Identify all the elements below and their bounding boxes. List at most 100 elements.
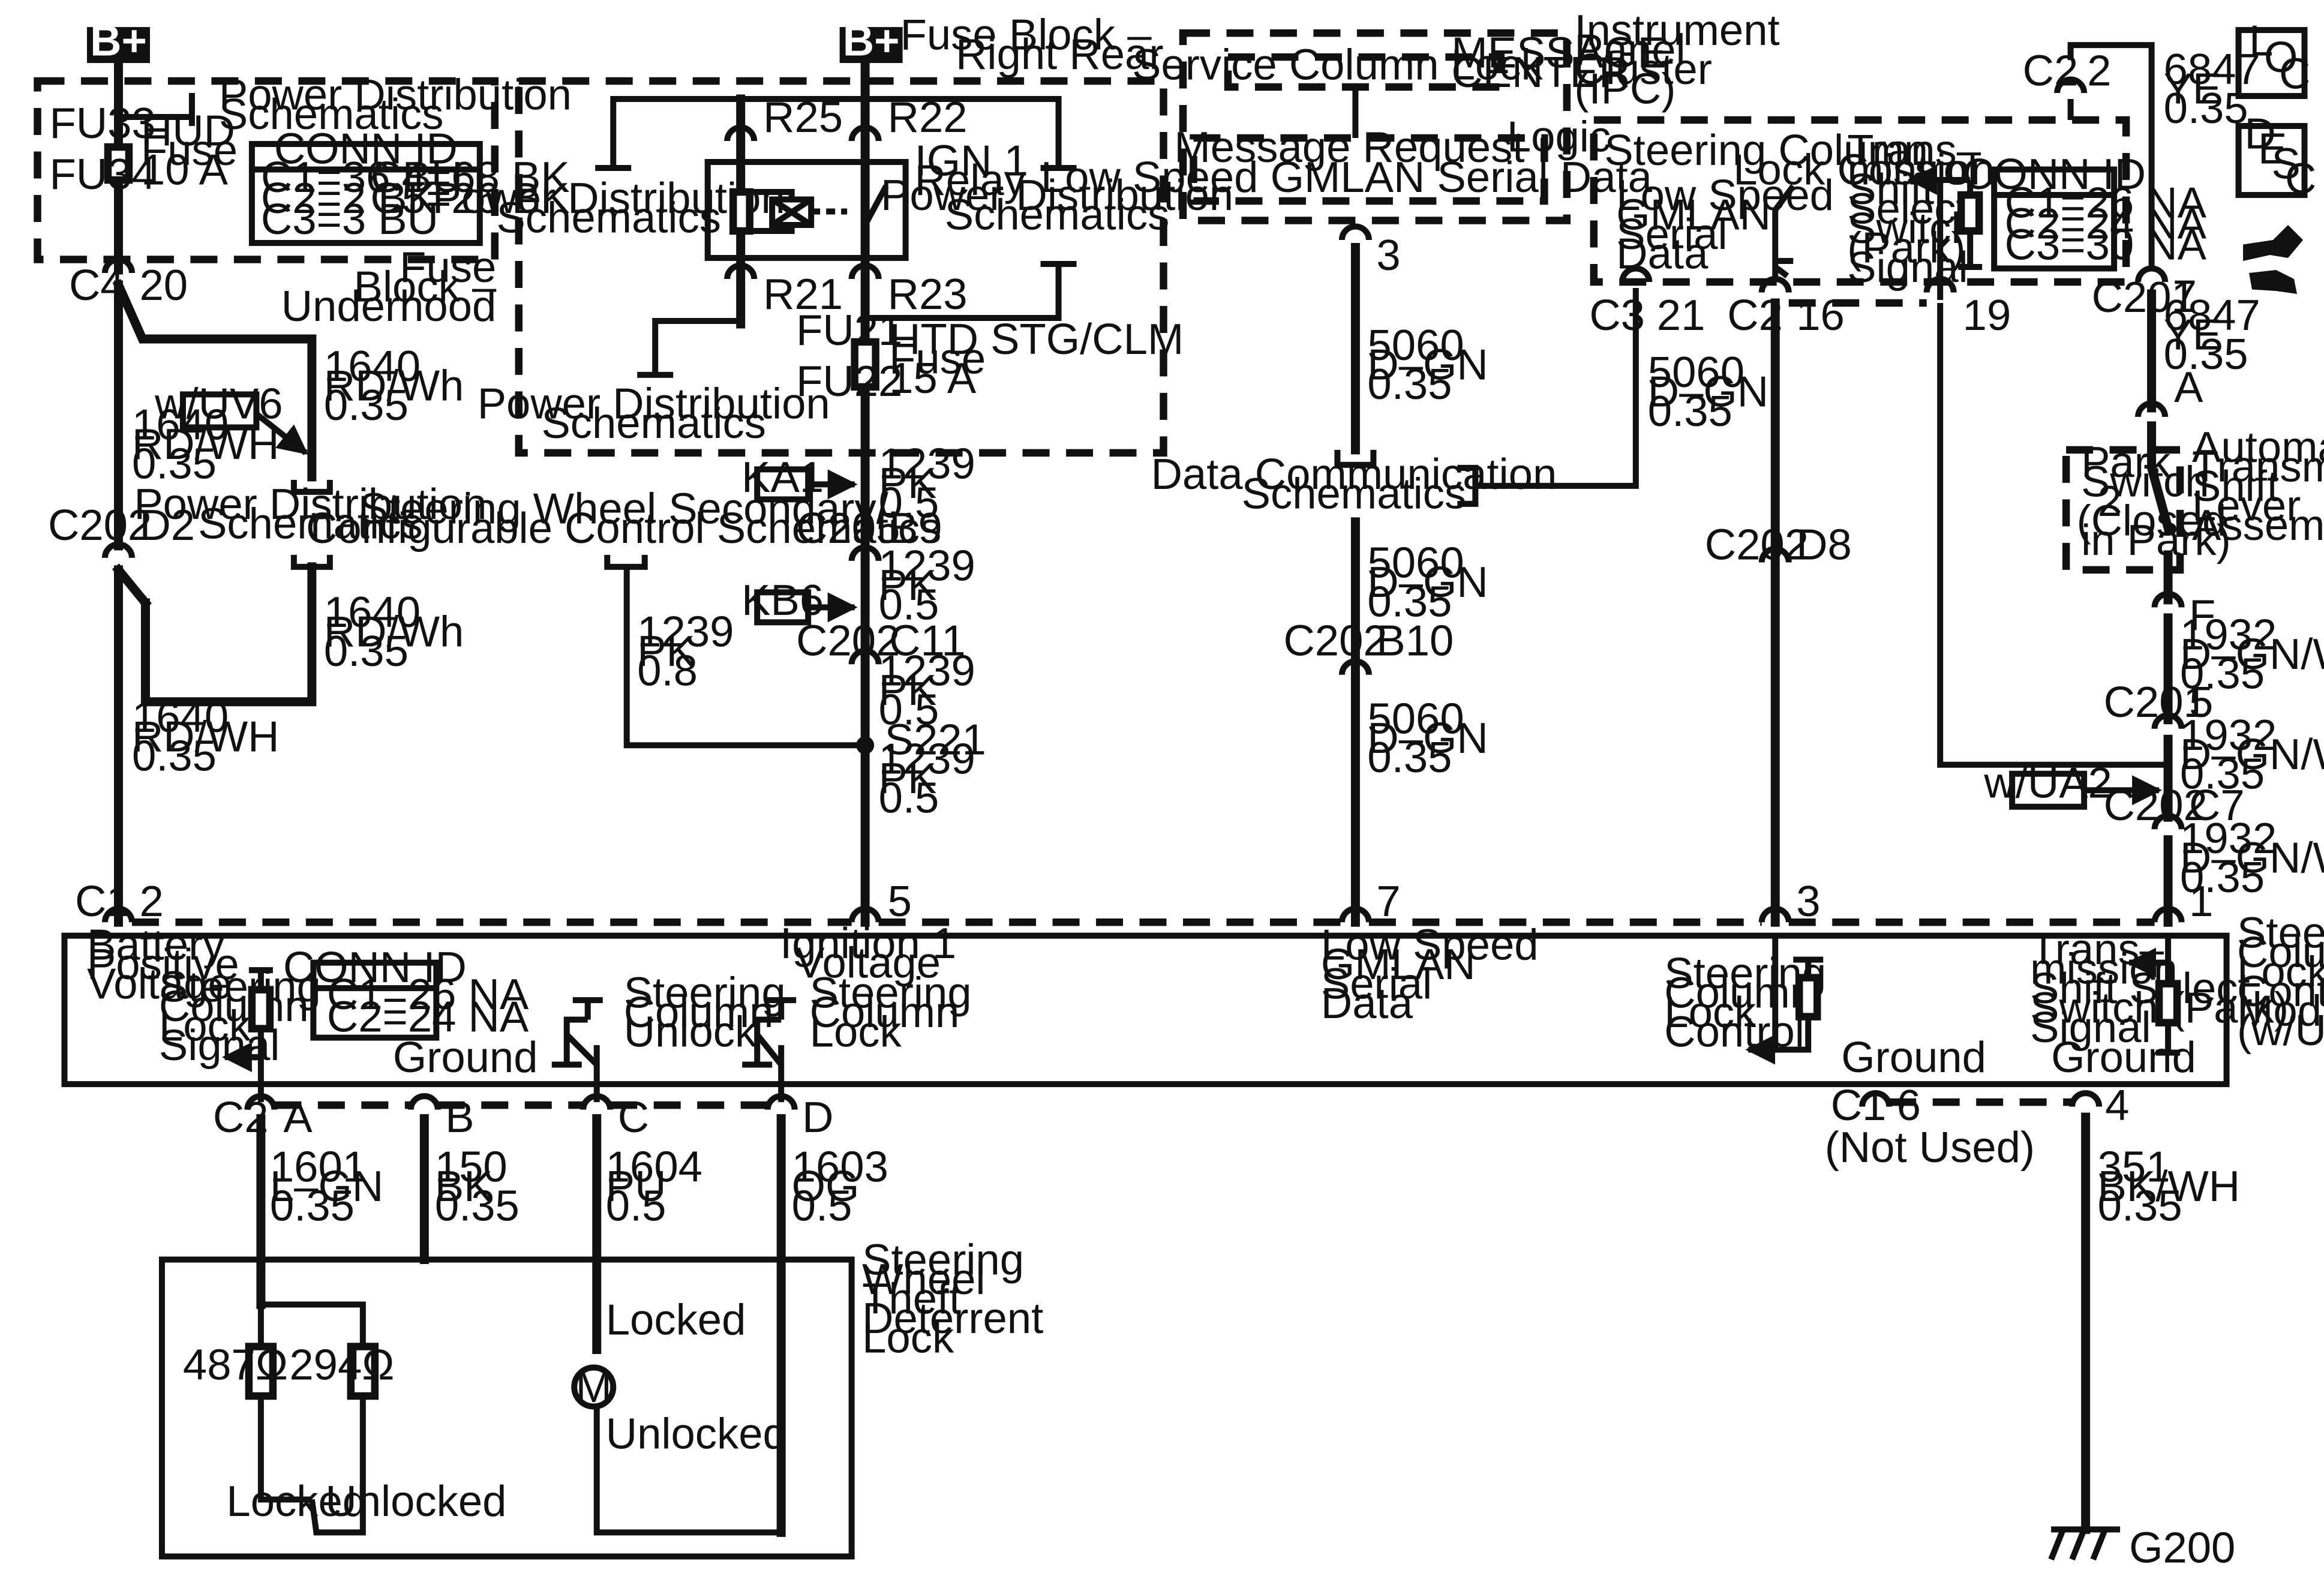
svg-text:D–GN: D–GN bbox=[1367, 714, 1488, 763]
svg-text:0.35: 0.35 bbox=[270, 1182, 355, 1230]
svg-text:Panel: Panel bbox=[1574, 26, 1685, 74]
svg-text:FU21: FU21 bbox=[796, 306, 902, 355]
svg-text:Ground: Ground bbox=[1841, 1033, 1986, 1082]
svg-text:0.35: 0.35 bbox=[1367, 733, 1452, 782]
svg-text:0.35: 0.35 bbox=[132, 732, 217, 781]
svg-text:21: 21 bbox=[1657, 291, 1706, 340]
svg-text:Module: Module bbox=[2237, 987, 2324, 1035]
hud-fuse-symbol bbox=[104, 143, 133, 184]
svg-text:C: C bbox=[2285, 155, 2316, 203]
svg-text:C202: C202 bbox=[1283, 616, 1387, 665]
option-uv6 bbox=[179, 391, 260, 431]
svg-text:2: 2 bbox=[2087, 47, 2111, 95]
svg-text:L: L bbox=[2249, 17, 2273, 65]
svg-text:A: A bbox=[283, 1093, 313, 1142]
conn-id-title: CONN ID bbox=[274, 125, 458, 173]
svg-text:R21: R21 bbox=[763, 270, 843, 319]
hud-fuse-line1: HUD bbox=[141, 107, 235, 155]
svg-text:C205: C205 bbox=[796, 504, 900, 553]
svg-text:Transmission: Transmission bbox=[2192, 442, 2324, 491]
svg-text:Battery: Battery bbox=[87, 921, 225, 969]
svg-text:Message Request: Message Request bbox=[1174, 123, 1524, 172]
svg-text:3: 3 bbox=[1376, 231, 1400, 280]
svg-text:0.35: 0.35 bbox=[435, 1182, 520, 1230]
svg-text:0.5: 0.5 bbox=[879, 774, 939, 822]
svg-text:294Ω: 294Ω bbox=[289, 1340, 394, 1389]
svg-text:Data Communication: Data Communication bbox=[1151, 450, 1557, 499]
svg-text:1932: 1932 bbox=[2180, 610, 2277, 659]
svg-text:C3=30 NA: C3=30 NA bbox=[2005, 220, 2207, 269]
svg-text:0.5: 0.5 bbox=[879, 580, 939, 629]
svg-text:Lock: Lock bbox=[2237, 948, 2324, 996]
svg-text:D: D bbox=[802, 1093, 833, 1142]
svg-text:5060: 5060 bbox=[1367, 321, 1464, 370]
fuse-block-underhood: Power Distribution Schematics FU33 FU34 … bbox=[34, 58, 572, 331]
svg-text:(w/UA2): (w/UA2) bbox=[2237, 1006, 2324, 1055]
svg-text:D–GN/WH: D–GN/WH bbox=[2180, 630, 2324, 679]
bplus-left-box bbox=[86, 27, 150, 64]
svg-text:PK: PK bbox=[879, 459, 937, 508]
wire-1640-top bbox=[112, 279, 317, 551]
svg-text:Steering: Steering bbox=[624, 969, 786, 1017]
svg-text:1640: 1640 bbox=[324, 342, 421, 391]
svg-text:w/UA2: w/UA2 bbox=[1983, 759, 2112, 807]
svg-text:(Closed: (Closed bbox=[2077, 496, 2227, 545]
svg-text:Steering Wheel Secondary/: Steering Wheel Secondary/ bbox=[359, 484, 889, 533]
svg-text:(Park): (Park) bbox=[1847, 223, 1965, 272]
svg-text:RD/Wh: RD/Wh bbox=[324, 361, 464, 410]
fb-underhood-caption3: Underhood bbox=[281, 282, 497, 331]
svg-text:KB6: KB6 bbox=[741, 576, 824, 625]
c4-connector bbox=[101, 256, 135, 274]
svg-text:CENTER: CENTER bbox=[1451, 48, 1630, 97]
svg-text:Assembly: Assembly bbox=[2192, 501, 2324, 550]
svg-text:OG: OG bbox=[792, 1162, 860, 1211]
svg-text:C1: C1 bbox=[1831, 1081, 1887, 1130]
svg-text:BK/WH: BK/WH bbox=[2098, 1162, 2241, 1211]
svg-text:1640: 1640 bbox=[324, 588, 421, 637]
svg-text:C7: C7 bbox=[2189, 781, 2245, 830]
svg-text:5060: 5060 bbox=[1648, 348, 1744, 397]
svg-text:Shift: Shift bbox=[2192, 462, 2279, 511]
c202-d2-connector bbox=[101, 541, 135, 559]
bplus-mid-label: B+ bbox=[843, 17, 900, 65]
svg-text:PK: PK bbox=[879, 666, 937, 715]
svg-text:1601: 1601 bbox=[270, 1143, 367, 1191]
svg-text:Ground: Ground bbox=[2051, 1033, 2196, 1082]
svg-text:C201: C201 bbox=[2104, 678, 2208, 727]
svg-text:0.35: 0.35 bbox=[2164, 84, 2248, 133]
svg-text:D8: D8 bbox=[1796, 520, 1852, 569]
park-switch-2 bbox=[2062, 446, 2184, 574]
htd-fuse-symbol bbox=[851, 338, 879, 391]
svg-text:2: 2 bbox=[2098, 477, 2122, 526]
svg-text:Switch: Switch bbox=[1847, 204, 1975, 253]
svg-text:Steering: Steering bbox=[159, 963, 321, 1011]
svg-text:D–GN: D–GN bbox=[1367, 340, 1488, 389]
svg-text:Schematics: Schematics bbox=[541, 399, 766, 448]
conn-c4: C4=68 BK bbox=[370, 153, 569, 202]
svg-text:1603: 1603 bbox=[792, 1143, 888, 1191]
svg-text:Low Speed: Low Speed bbox=[1616, 171, 1834, 220]
conn-c2: C2=2 BK bbox=[261, 174, 436, 223]
svg-text:Power Distribution: Power Distribution bbox=[478, 379, 830, 428]
svg-text:5: 5 bbox=[888, 877, 912, 926]
pds-top-line2: Schematics bbox=[219, 90, 444, 139]
svg-text:C202: C202 bbox=[796, 616, 900, 665]
svg-text:PK: PK bbox=[879, 754, 937, 803]
fu34-label: FU34 bbox=[49, 150, 155, 199]
svg-text:7: 7 bbox=[1376, 877, 1400, 926]
svg-text:Cluster: Cluster bbox=[1574, 45, 1712, 94]
hud-fuse-line2: Fuse bbox=[141, 126, 238, 175]
svg-text:(Not Used): (Not Used) bbox=[1825, 1123, 2035, 1172]
svg-text:Deterrent: Deterrent bbox=[862, 1294, 1043, 1343]
svg-text:BK: BK bbox=[435, 1162, 493, 1211]
svg-text:IGN 1: IGN 1 bbox=[915, 137, 1028, 185]
svg-text:Low Speed: Low Speed bbox=[1321, 921, 1539, 969]
svg-text:Configurable Control Schematic: Configurable Control Schematics bbox=[306, 504, 941, 553]
svg-text:FU22: FU22 bbox=[796, 357, 902, 406]
svg-text:2: 2 bbox=[139, 877, 163, 926]
svg-text:C202: C202 bbox=[2104, 781, 2208, 830]
svg-text:Instrument: Instrument bbox=[1574, 6, 1779, 55]
